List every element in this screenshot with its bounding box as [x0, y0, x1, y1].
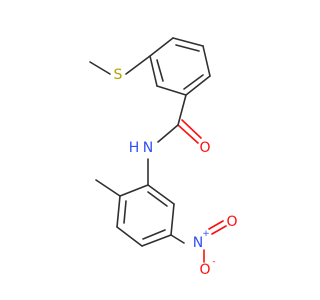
bond-ring-to-carbonyl — [177, 94, 187, 126]
atom-label-s: S — [114, 67, 123, 83]
atom-nitro-nitrogen: N + — [193, 229, 210, 251]
bond-ring1-b-inner — [175, 44, 200, 52]
atom-label-nh-n: N — [143, 140, 153, 156]
bond-ring2-e — [170, 203, 175, 236]
atom-sulfur: S — [114, 67, 123, 83]
bond-nitro-double-2 — [208, 220, 224, 230]
bond-ring1-d — [185, 75, 211, 96]
atom-amide-oxygen: O — [199, 140, 210, 156]
bond-ring2-f — [147, 184, 175, 205]
atom-label-nitro-o-double: O — [226, 214, 237, 230]
atom-label-o-amide: O — [199, 140, 210, 156]
bond-ring2-d-inner — [142, 229, 166, 240]
bond-ring1-a — [149, 37, 174, 57]
bond-ring1-e — [156, 85, 187, 96]
bond-s-to-methyl — [89, 61, 111, 75]
atom-nitro-oxygen-double: O — [226, 214, 237, 230]
atom-label-nitro-n: N — [193, 235, 203, 251]
bond-ring1-f-inner — [156, 59, 164, 82]
bond-ring1-b — [172, 37, 204, 47]
bond-ring1-c — [202, 45, 211, 77]
atom-amide-nitrogen: N H — [129, 140, 154, 156]
lower-benzene-ring — [116, 184, 175, 247]
bond-ring2-to-nitro-n — [170, 234, 185, 244]
atom-charge-nitro-o: - — [212, 257, 215, 267]
bond-ring2-to-methyl — [95, 179, 121, 197]
atom-nitro-oxygen-single: O - — [199, 257, 215, 278]
atom-label-nitro-o-single: O — [199, 262, 210, 278]
bond-ring1-d-inner — [183, 74, 204, 90]
bond-ring2-d — [141, 234, 172, 247]
atom-label-nh-h: H — [129, 140, 140, 156]
bond-ring-to-s — [125, 55, 151, 75]
upper-benzene-ring — [149, 37, 211, 96]
atom-charge-nitro-n: + — [202, 229, 210, 239]
bond-ring1-f — [149, 55, 158, 87]
bond-ring2-b-inner — [123, 200, 127, 224]
molecule-structure-diagram: S N H O N + O O - — [89, 37, 238, 278]
bond-ring2-b — [116, 195, 121, 228]
bond-ring2-c — [116, 226, 143, 247]
bond-ring2-f-inner — [147, 191, 168, 207]
bond-nitro-double-1 — [211, 225, 227, 235]
bond-carbonyl-to-n — [157, 124, 179, 143]
bond-carbonyl-double-1 — [177, 124, 199, 144]
bond-ring2-a — [119, 184, 149, 197]
bond-carbonyl-double-2 — [181, 119, 202, 139]
